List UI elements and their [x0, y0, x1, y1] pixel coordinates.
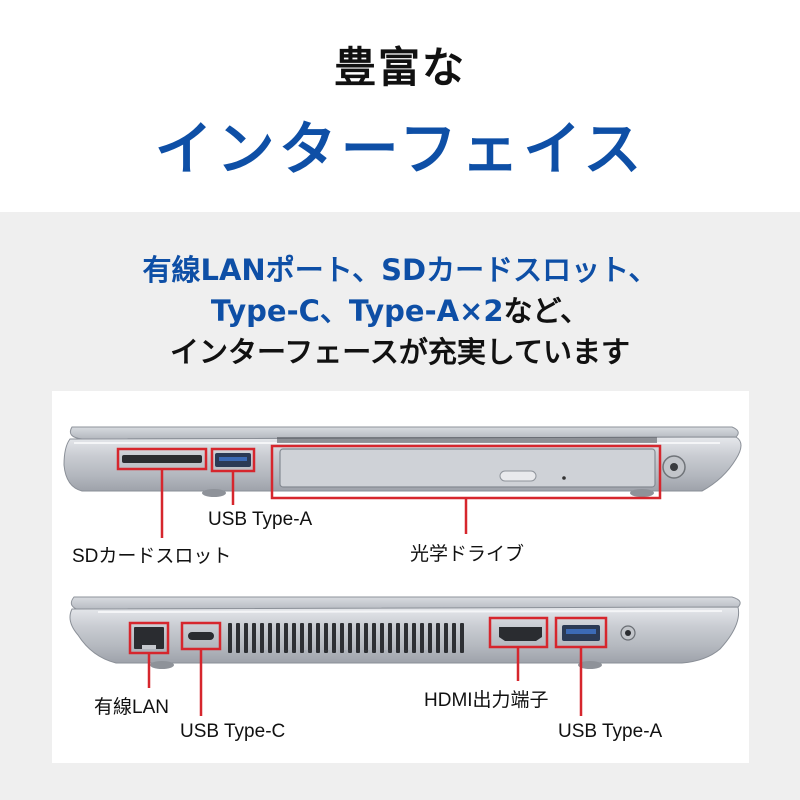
label-usb-type-c: USB Type-C — [180, 721, 286, 742]
vent-grille — [228, 623, 464, 653]
subtitle-line-1: 有線LANポート、SDカードスロット、 — [142, 253, 658, 287]
subtitle-line-2-black: など、 — [503, 294, 590, 328]
label-wired-lan: 有線LAN — [94, 697, 169, 718]
subtitle-line-2: Type-C、Type-A×2など、 — [0, 293, 800, 329]
header-section: 豊富な インターフェイス — [0, 0, 800, 212]
title-line-1: 豊富な — [333, 43, 466, 92]
subtitle-line-3: インターフェースが充実しています — [170, 335, 630, 369]
sd-slot-port — [122, 455, 202, 463]
label-usb-type-a-top: USB Type-A — [208, 509, 313, 530]
laptop-illustration — [63, 426, 742, 716]
usb-c-port — [188, 632, 214, 640]
lan-port — [134, 627, 164, 649]
label-usb-type-a-bottom: USB Type-A — [558, 721, 663, 742]
laptop-ports-photo: USB Type-A SDカードスロット 光学ドライブ 有線LAN USB Ty… — [52, 391, 749, 763]
optical-drive-tray — [279, 448, 656, 488]
label-sd-card-slot: SDカードスロット — [72, 546, 232, 567]
label-hdmi: HDMI出力端子 — [424, 690, 549, 711]
subtitle-line-2-blue: Type-C、Type-A×2 — [210, 294, 504, 328]
leader-lines-top — [160, 469, 468, 538]
leader-lines-bottom — [147, 647, 583, 716]
title-line-2: インターフェイス — [154, 115, 646, 183]
hdmi-port — [499, 627, 542, 641]
laptop-right-side — [63, 426, 742, 497]
label-optical-drive: 光学ドライブ — [410, 544, 525, 565]
laptop-left-side — [69, 596, 741, 669]
